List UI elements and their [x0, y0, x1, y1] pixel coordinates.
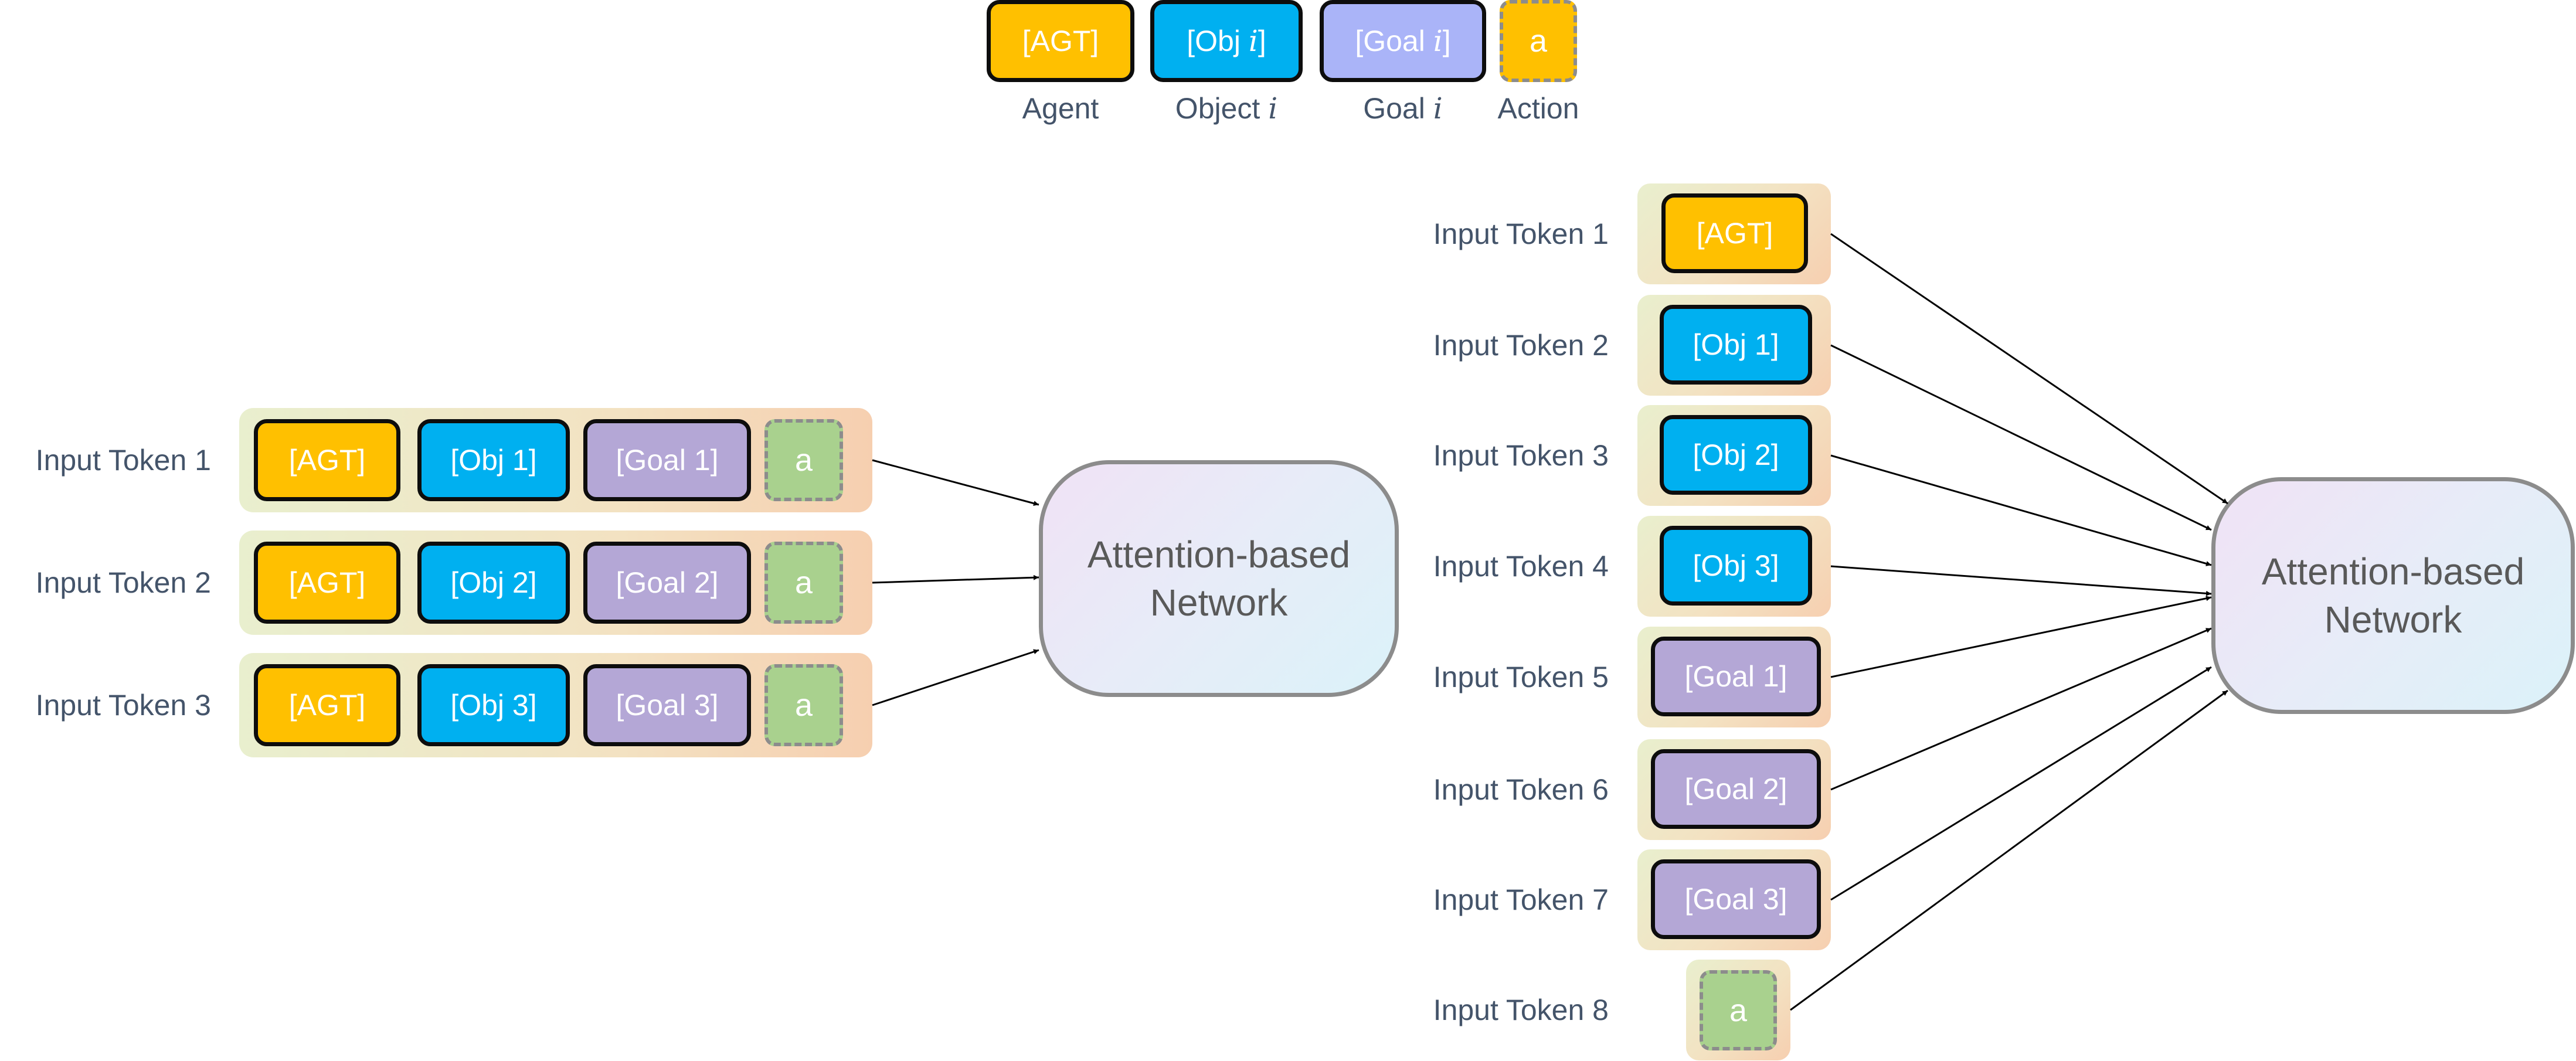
left-row-2-agent-token: [AGT] [254, 542, 400, 624]
right-row-8-action-token: a [1700, 970, 1777, 1050]
left-row-1-object-token: [Obj 1] [417, 419, 570, 501]
legend-agent-label: Agent [1022, 92, 1099, 125]
right-arrow-row-6 [1830, 627, 2212, 791]
left-row-3-agent-token: [AGT] [254, 664, 400, 746]
left-row-1-agent-token: [AGT] [254, 419, 400, 501]
right-row-8-label: Input Token 8 [1433, 994, 1609, 1026]
legend-action-token: a [1500, 0, 1577, 82]
right-row-5-goal-token: [Goal 1] [1651, 637, 1821, 716]
right-arrow-row-5 [1830, 596, 2212, 678]
right-row-3-label: Input Token 3 [1433, 439, 1609, 472]
right-row-2-label: Input Token 2 [1433, 329, 1609, 362]
left-row-3-object-token: [Obj 3] [417, 664, 570, 746]
right-arrow-row-7 [1830, 666, 2212, 901]
left-arrow-row-1 [872, 459, 1039, 506]
legend-action-label: Action [1497, 92, 1579, 125]
left-arrow-row-2 [872, 574, 1039, 584]
left-row-2-label: Input Token 2 [35, 566, 211, 599]
legend-object-label-var: i [1268, 91, 1278, 125]
left-row-2-action-token: a [764, 542, 843, 624]
right-arrow-row-8 [1790, 689, 2228, 1011]
legend-agent-token: [AGT] [987, 0, 1134, 82]
left-row-2-object-token: [Obj 2] [417, 542, 570, 624]
left-row-2-goal-token: [Goal 2] [583, 542, 751, 624]
right-row-2-object-token: [Obj 1] [1660, 305, 1812, 385]
right-arrow-row-2 [1830, 344, 2212, 531]
legend-object-label-prefix: Object [1175, 92, 1269, 125]
right-arrow-row-1 [1830, 233, 2228, 505]
left-row-3-label: Input Token 3 [35, 689, 211, 722]
right-row-7-label: Input Token 7 [1433, 883, 1609, 916]
legend-goal-label: Goal i [1320, 91, 1486, 126]
right-row-1-label: Input Token 1 [1433, 217, 1609, 250]
right-row-6-goal-token: [Goal 2] [1651, 749, 1821, 829]
legend-goal-token-var: i [1433, 24, 1443, 58]
left-row-3-action-token: a [764, 664, 843, 746]
right-row-5-label: Input Token 5 [1433, 661, 1609, 693]
right-row-4-object-token: [Obj 3] [1660, 526, 1812, 606]
left-row-3-goal-token: [Goal 3] [583, 664, 751, 746]
left-row-1-action-token: a [764, 419, 843, 501]
left-network-line-2: Network [1150, 581, 1288, 624]
right-row-4-label: Input Token 4 [1433, 550, 1609, 583]
legend-goal-label-var: i [1433, 91, 1443, 125]
right-row-3-object-token: [Obj 2] [1660, 415, 1812, 495]
legend-object-token-var: i [1248, 24, 1258, 58]
left-arrow-row-3 [872, 649, 1039, 706]
legend-goal-token-prefix: [Goal [1355, 25, 1433, 57]
legend-goal-token: [Goal i] [1320, 0, 1486, 82]
left-network-line-1: Attention-based [1087, 533, 1351, 576]
left-row-1-goal-token: [Goal 1] [583, 419, 751, 501]
legend-object-label: Object i [1150, 91, 1303, 126]
right-network-line-1: Attention-based [2261, 550, 2525, 593]
legend-goal-token-suffix: ] [1442, 25, 1451, 57]
right-row-6-label: Input Token 6 [1433, 773, 1609, 806]
left-attention-network: Attention-based Network [1039, 460, 1399, 697]
right-row-1-agent-token: [AGT] [1661, 193, 1808, 273]
right-arrow-row-4 [1830, 565, 2212, 596]
right-attention-network: Attention-based Network [2211, 477, 2575, 714]
left-row-1-label: Input Token 1 [35, 444, 211, 477]
legend-object-token-suffix: ] [1258, 25, 1266, 57]
legend-goal-label-prefix: Goal [1363, 92, 1433, 125]
right-row-7-goal-token: [Goal 3] [1651, 859, 1821, 939]
right-arrow-row-3 [1830, 454, 2212, 566]
right-network-line-2: Network [2324, 598, 2462, 641]
legend-object-token: [Obj i] [1150, 0, 1303, 82]
legend-object-token-prefix: [Obj [1187, 25, 1249, 57]
